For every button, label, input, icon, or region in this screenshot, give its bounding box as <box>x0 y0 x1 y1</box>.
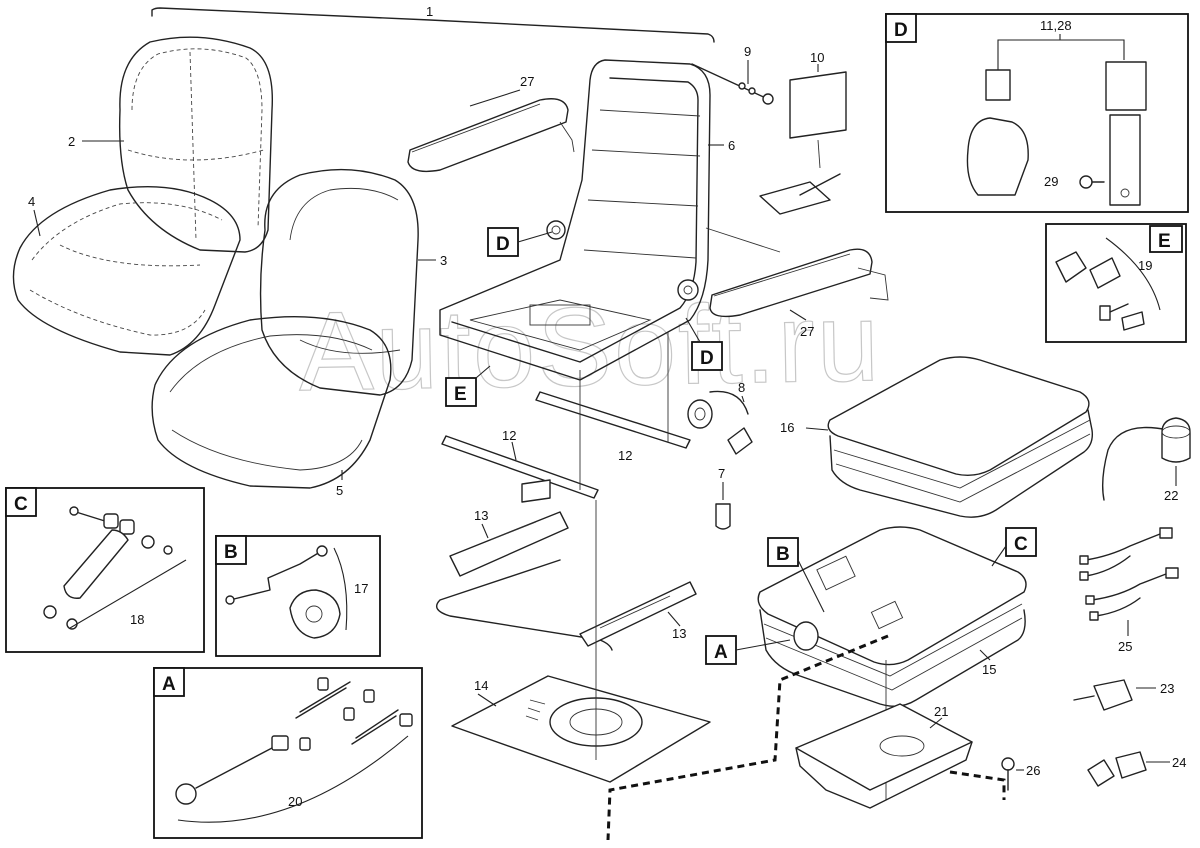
part-number-5: 5 <box>336 483 343 498</box>
part-number-18: 18 <box>130 612 144 627</box>
part-number-6: 6 <box>728 138 735 153</box>
detail-box-A: A 20 <box>153 667 423 839</box>
svg-text:E: E <box>454 384 467 405</box>
part-number-1: 1 <box>426 4 433 19</box>
connector-23: 23 <box>1073 679 1174 711</box>
backrest-cushion-3: 3 <box>259 168 447 396</box>
svg-text:B: B <box>776 544 790 565</box>
slide-lever-13-right: 13 <box>579 581 697 647</box>
svg-text:C: C <box>1014 534 1028 555</box>
detail-box-D: D 11,28 29 <box>885 13 1189 213</box>
detail-box-label-C: C <box>14 494 28 515</box>
detail-box-label-D: D <box>894 20 908 41</box>
part-number-4: 4 <box>28 194 35 209</box>
ref-label-E: E <box>445 365 491 407</box>
bolt-26: 26 <box>1001 757 1040 791</box>
part-number-26: 26 <box>1026 763 1040 778</box>
part-number-9: 9 <box>744 44 751 59</box>
part-number-14: 14 <box>474 678 488 693</box>
bracket-item-1: 1 <box>151 4 715 43</box>
ref-label-D-2: D <box>685 317 723 371</box>
part-number-10: 10 <box>810 50 824 65</box>
detail-box-E: E 19 <box>1045 223 1187 343</box>
part-number-13-right: 13 <box>672 626 686 641</box>
svg-text:D: D <box>496 234 510 255</box>
seat-cushion-5: 5 <box>151 315 392 498</box>
svg-text:A: A <box>714 642 728 663</box>
part-number-24: 24 <box>1172 755 1186 770</box>
part-number-19: 19 <box>1138 258 1152 273</box>
part-number-27-lower: 27 <box>800 324 814 339</box>
detail-box-label-E: E <box>1158 231 1171 252</box>
armrest-left-27: 27 <box>407 74 575 173</box>
part-number-25: 25 <box>1118 639 1132 654</box>
part-number-23: 23 <box>1160 681 1174 696</box>
part-number-22: 22 <box>1164 488 1178 503</box>
cable-9: 9 <box>691 44 774 105</box>
part-number-17: 17 <box>354 581 368 596</box>
part-number-12-left: 12 <box>502 428 516 443</box>
seat-cover-cushion-4: 4 <box>12 185 241 356</box>
mounting-plate-21: 21 <box>795 703 973 809</box>
part-number-12-right: 12 <box>618 448 632 463</box>
seat-frame-6: 6 <box>439 59 735 381</box>
part-number-21: 21 <box>934 704 948 719</box>
connector-24: 24 <box>1087 751 1186 787</box>
part-number-15: 15 <box>982 662 996 677</box>
slide-rail-12-left: 12 <box>441 370 599 520</box>
svg-text:D: D <box>700 348 714 369</box>
swivel-base-plate-14: 14 <box>451 675 711 783</box>
part-number-13-left: 13 <box>474 508 488 523</box>
switch-22: 22 <box>1101 417 1191 503</box>
slide-lever-13-left: 13 <box>436 508 613 651</box>
part-number-2: 2 <box>68 134 75 149</box>
detail-box-label-B: B <box>224 542 238 563</box>
detail-box-B: B 17 <box>215 535 381 657</box>
part-number-20: 20 <box>288 794 302 809</box>
pin-7: 7 <box>715 466 731 530</box>
ref-label-A: A <box>705 635 791 665</box>
ref-label-B: B <box>767 537 825 613</box>
ref-label-D-1: D <box>487 227 553 257</box>
seat-cushion-16: 16 <box>780 356 1094 518</box>
part-number-7: 7 <box>718 466 725 481</box>
part-number-3: 3 <box>440 253 447 268</box>
part-number-27-upper: 27 <box>520 74 534 89</box>
wiring-harness-25: 25 <box>1079 527 1179 654</box>
part-number-8: 8 <box>738 380 745 395</box>
label-plate-10: 10 <box>759 50 847 215</box>
detail-box-C: C 18 <box>5 487 205 653</box>
adjust-knob-8: 8 <box>687 380 753 455</box>
seat-cover-backrest-2: 2 <box>68 36 274 253</box>
part-number-29: 29 <box>1044 174 1058 189</box>
suspension-base-15: 15 <box>757 526 1027 707</box>
part-number-16: 16 <box>780 420 794 435</box>
slide-rail-12-right: 12 <box>535 332 691 463</box>
detail-box-label-A: A <box>162 674 176 695</box>
part-number-11-28: 11,28 <box>1040 18 1072 33</box>
armrest-right-27: 27 <box>705 227 889 339</box>
ref-label-C: C <box>991 527 1037 567</box>
